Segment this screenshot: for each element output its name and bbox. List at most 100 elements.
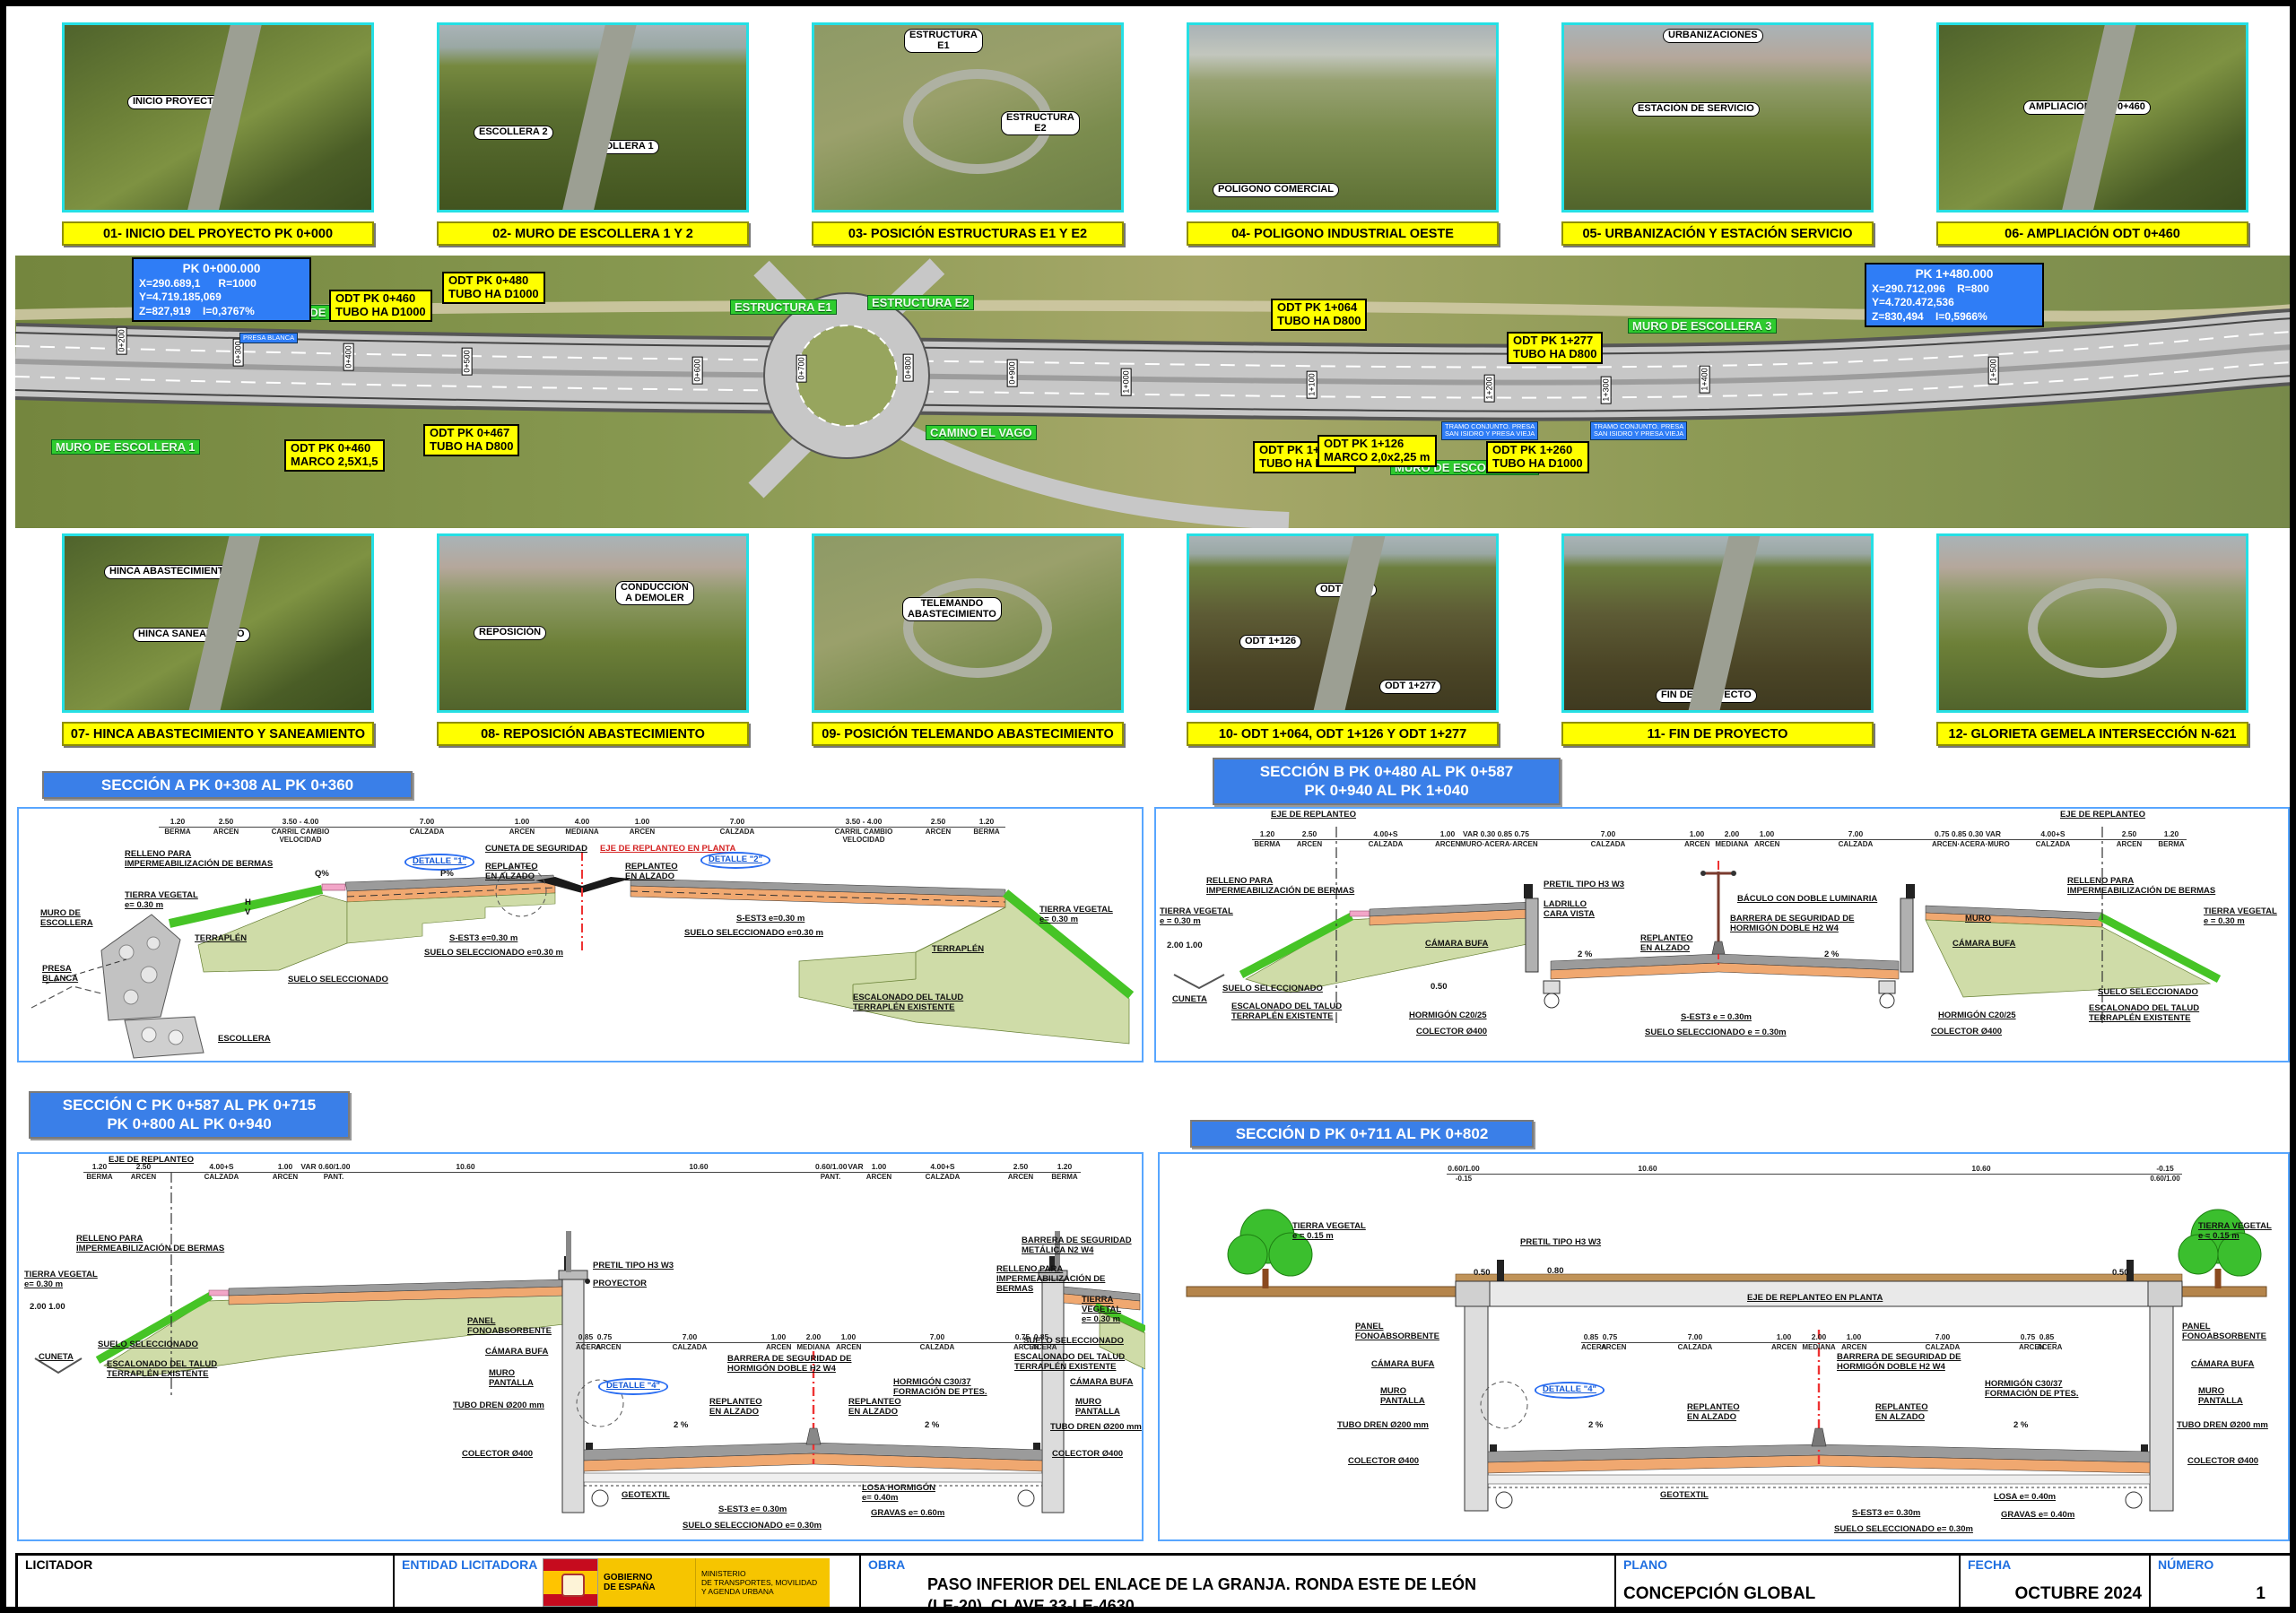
photo-overlay-label: HINCA SANEAMIENTO (133, 628, 250, 642)
fecha-value: OCTUBRE 2024 (2014, 1584, 2143, 1603)
section-label: BARRERA DE SEGURIDAD DE HORMIGÓN DOBLE H… (1730, 914, 1855, 933)
aerial-photo-04: POLIGONO COMERCIAL (1187, 22, 1499, 212)
titleblock-licitador: LICITADOR (18, 1556, 395, 1607)
dimension-item: 0.60/1.00-0.15 (1447, 1164, 1481, 1184)
section-label: REPLANTEO EN ALZADO (848, 1397, 901, 1417)
titleblock-obra: OBRA PASO INFERIOR DEL ENLACE DE LA GRAN… (861, 1556, 1616, 1607)
section-label: SUELO SELECCIONADO (1222, 984, 1323, 993)
photo-caption-10: 10- ODT 1+064, ODT 1+126 Y ODT 1+277 (1187, 722, 1499, 746)
photo-overlay-label: ESCOLLERA 1 (579, 140, 659, 154)
photo-caption-08: 08- REPOSICIÓN ABASTECIMIENTO (437, 722, 749, 746)
section-label: REPLANTEO EN ALZADO (1687, 1402, 1740, 1422)
section-label: LADRILLO CARA VISTA (1544, 899, 1595, 919)
section-label: TUBO DREN Ø200 mm (453, 1401, 544, 1410)
photo-overlay-label: ODT 1+064 (1315, 583, 1378, 597)
section-label: COLECTOR Ø400 (1416, 1027, 1488, 1036)
section-label: SUELO SELECCIONADO e= 0.30m (683, 1521, 822, 1531)
obra-value: PASO INFERIOR DEL ENLACE DE LA GRANJA. R… (927, 1575, 1477, 1613)
titleblock-fecha: FECHA OCTUBRE 2024 (1961, 1556, 2151, 1607)
section-label: TIERRA VEGETAL e = 0.30 m (1160, 906, 1233, 926)
section-label: LOSA HORMIGÓN e= 0.40m (862, 1483, 935, 1503)
section-label: COLECTOR Ø400 (1348, 1456, 1420, 1466)
section-label: TUBO DREN Ø200 mm (1337, 1420, 1429, 1430)
section-label: REPLANTEO EN ALZADO (1640, 933, 1693, 953)
section-label: SUELO SELECCIONADO (2098, 987, 2198, 997)
section-label: REPLANTEO EN ALZADO (709, 1397, 762, 1417)
section-label: CÁMARA BUFA (1425, 939, 1489, 949)
section-label: SUELO SELECCIONADO (288, 975, 388, 984)
section-label: 0.50 (1474, 1268, 1491, 1278)
plano-value: CONCEPCIÓN GLOBAL (1623, 1584, 1816, 1603)
section-label: COLECTOR Ø400 (1931, 1027, 2003, 1036)
km-marker: 1+300 (1600, 376, 1612, 404)
photo-overlay-label: FIN DE PROYECTO (1656, 689, 1757, 703)
aerial-photo-01: INICIO PROYECTO (62, 22, 374, 212)
section-label: CÁMARA BUFA (485, 1347, 549, 1357)
section-label: BARRERA DE SEGURIDAD DE HORMIGÓN DOBLE H… (1837, 1352, 1961, 1372)
photo-overlay-label: ODT 1+277 (1379, 680, 1442, 694)
section-label: EJE DE REPLANTEO (1271, 810, 1357, 820)
section-label: REPLANTEO EN ALZADO (1875, 1402, 1928, 1422)
section-label: MURO DE ESCOLLERA (40, 908, 93, 928)
section-label: MURO PANTALLA (1075, 1397, 1120, 1417)
feature-label: MURO DE ESCOLLERA 3 (1628, 318, 1777, 334)
section-label: TERRAPLÉN (195, 933, 248, 943)
section-label: DETALLE "4" (598, 1378, 669, 1395)
section-label: PANEL FONOABSORBENTE (1355, 1322, 1439, 1341)
section-label: SUELO SELECCIONADO (1023, 1336, 1124, 1346)
titleblock-plano: PLANO CONCEPCIÓN GLOBAL (1616, 1556, 1961, 1607)
section-label: TUBO DREN Ø200 mm (1050, 1422, 1142, 1432)
section-label: CÁMARA BUFA (1952, 939, 2016, 949)
photo-overlay-label: ESTRUCTURA E1 (904, 29, 983, 54)
section-label: CUNETA DE SEGURIDAD (485, 844, 588, 854)
section-label: ESCOLLERA (218, 1034, 271, 1044)
section-label: HORMIGÓN C20/25 (1409, 1010, 1487, 1020)
section-label: MURO PANTALLA (2198, 1386, 2243, 1406)
pk-end-box: PK 1+480.000 X=290.712,096 R=800 Y=4.720… (1865, 263, 2044, 328)
section-label: SUELO SELECCIONADO e=0.30 m (684, 928, 823, 938)
section-label: TUBO DREN Ø200 mm (2177, 1420, 2268, 1430)
section-label: EJE DE REPLANTEO EN PLANTA (600, 844, 736, 854)
km-marker: 1+200 (1483, 374, 1495, 403)
section-label: PRETIL TIPO H3 W3 (1520, 1237, 1602, 1247)
section-label: CÁMARA BUFA (2191, 1359, 2255, 1369)
section-label: PRETIL TIPO H3 W3 (593, 1261, 674, 1270)
km-marker: 1+400 (1699, 365, 1710, 394)
section-label: SUELO SELECCIONADO (98, 1340, 198, 1349)
km-marker: 1+100 (1306, 370, 1318, 399)
aerial-photo-11: FIN DE PROYECTO (1561, 533, 1874, 713)
photo-caption-06: 06- AMPLIACIÓN ODT 0+460 (1936, 221, 2248, 246)
note-chip: TRAMO CONJUNTO. PRESA SAN ISIDRO Y PRESA… (1590, 421, 1688, 440)
dimension-item: VAR (299, 1162, 318, 1174)
section-label: HORMIGÓN C30/37 FORMACIÓN DE PTES. (1985, 1379, 2079, 1399)
